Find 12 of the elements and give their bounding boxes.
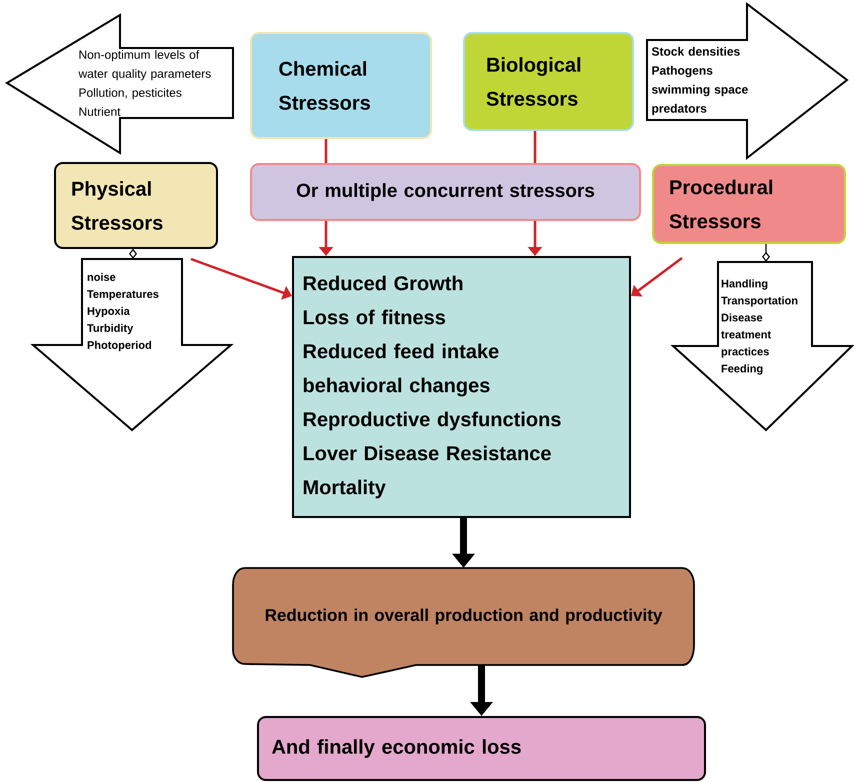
banner-box: Reduction in overall production and productivity [232, 567, 695, 678]
stressor-box: Or multiple concurrent stressors [250, 163, 641, 221]
stressor-box: Reduced Growth Loss of fitness Reduced feed intake behavioral changes Reproductive dysfunctions Lover Disease Resistance Mortality [292, 256, 631, 518]
arrow [631, 257, 683, 296]
stressor-box: And finally economic loss [257, 716, 706, 781]
signpost-box: Handling Transportation Disease treatment practices Feeding [670, 261, 854, 432]
stressor-box: Chemical Stressors [250, 32, 432, 139]
signpost-box: Stock densities Pathogens swimming space predators [646, 2, 849, 160]
stressor-box: Procedural Stressors [652, 164, 846, 244]
signpost-box: noise Temperatures Hypoxia Turbidity Photoperiod [30, 258, 234, 432]
stressor-box: Biological Stressors [463, 32, 634, 131]
stressor-box: Physical Stressors [54, 162, 218, 249]
